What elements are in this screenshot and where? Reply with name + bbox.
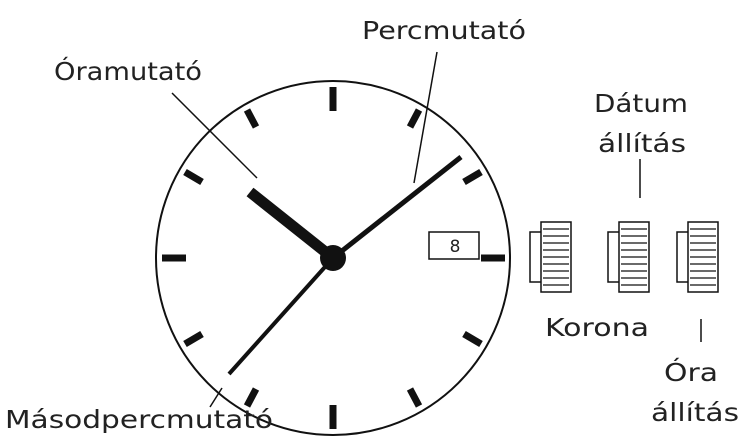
time-setting-label-line1: Óra: [664, 357, 718, 387]
crown-position-2: [677, 222, 718, 292]
date-window: 8: [429, 232, 479, 259]
date-setting-label-line1: Dátum: [594, 89, 688, 118]
date-setting-label-line2: állítás: [598, 129, 686, 158]
minute-hand-label: Percmutató: [362, 16, 526, 45]
second-hand-label: Másodpercmutató: [5, 405, 273, 434]
hour-hand-label: Óramutató: [54, 56, 202, 86]
date-window-value: 8: [450, 237, 461, 257]
crown-position-0: [530, 222, 571, 292]
center-pin: [320, 245, 346, 271]
crown-position-1: [608, 222, 649, 292]
crown-label: Korona: [545, 313, 649, 342]
time-setting-label-line2: állítás: [651, 398, 739, 427]
